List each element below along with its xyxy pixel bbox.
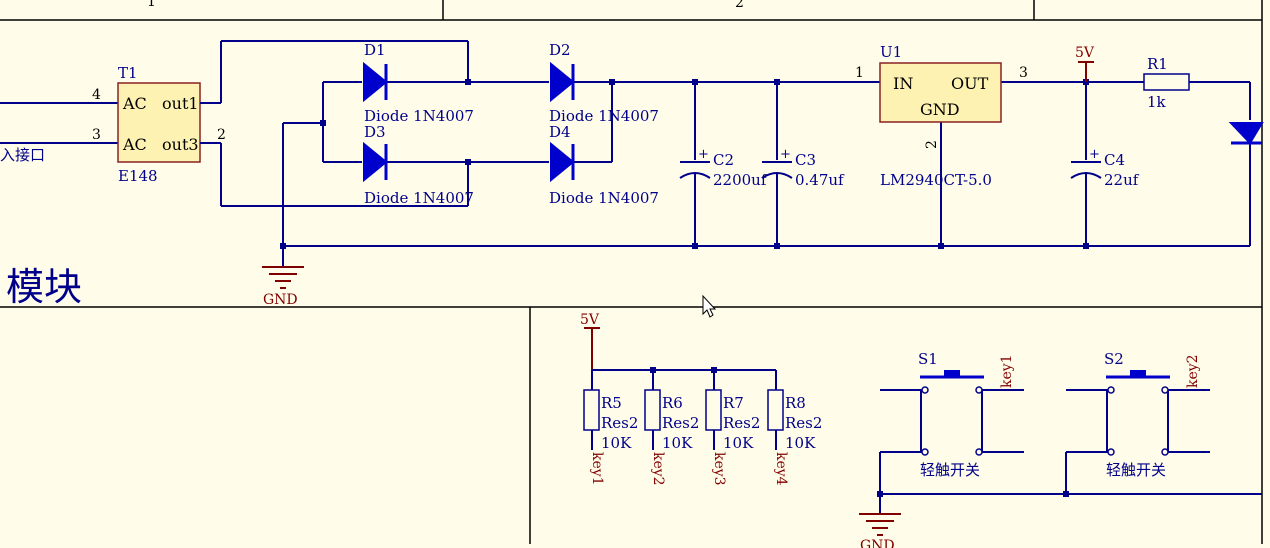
- t1-component[interactable]: T1 E148 4 3 AC AC out1 out3 2: [0, 64, 226, 185]
- switch-gnd-bus: [877, 491, 1262, 514]
- d3-value: Diode 1N4007: [364, 189, 474, 207]
- gnd-symbol-top[interactable]: GND: [262, 266, 304, 308]
- r1-value: 1k: [1147, 93, 1167, 111]
- c3-plus-icon: +: [780, 147, 791, 162]
- c4-plus-icon: +: [1089, 147, 1100, 162]
- capacitor-c3[interactable]: + C3 0.47uf: [761, 82, 845, 246]
- c3-ref: C3: [795, 151, 816, 169]
- led-partial[interactable]: [1228, 122, 1264, 145]
- d2-ref: D2: [549, 41, 571, 59]
- vcc-port-top[interactable]: 5V: [1075, 45, 1095, 82]
- u1-regulator[interactable]: U1 IN OUT GND 1 3 2 LM2940CT-5.0: [855, 43, 1028, 189]
- u1-part: LM2940CT-5.0: [880, 171, 992, 189]
- r6-value: 10K: [662, 434, 693, 452]
- d1-ref: D1: [364, 41, 386, 59]
- gnd-label-bottom: GND: [860, 538, 895, 548]
- r1-ref: R1: [1147, 55, 1168, 73]
- r8-type: Res2: [785, 414, 822, 432]
- r8-value: 10K: [785, 434, 816, 452]
- zone-label-1: 1: [147, 0, 156, 10]
- t1-out1: out1: [162, 94, 199, 113]
- r7-net: key3: [711, 452, 727, 486]
- d2-value: Diode 1N4007: [549, 107, 659, 125]
- capacitor-c4[interactable]: + C4 22uf: [1070, 82, 1140, 246]
- r6-type: Res2: [662, 414, 699, 432]
- c2-plus-icon: +: [698, 147, 709, 162]
- resistor-r5[interactable]: R5 Res2 10K key1: [583, 370, 638, 486]
- switch-s1[interactable]: S1 轻触开关 key1: [879, 350, 1024, 494]
- diode-d4[interactable]: D4 Diode 1N4007: [549, 123, 659, 207]
- c4-ref: C4: [1104, 151, 1125, 169]
- u1-gnd: GND: [920, 100, 960, 119]
- t1-out3: out3: [162, 135, 199, 154]
- connector-label: 入接口: [0, 146, 45, 164]
- r6-ref: R6: [662, 394, 683, 412]
- c2-ref: C2: [713, 151, 734, 169]
- u1-pin1: 1: [855, 65, 864, 81]
- t1-body: [117, 82, 201, 163]
- d3-ref: D3: [364, 123, 386, 141]
- t1-part: E148: [118, 167, 158, 185]
- resistor-r1[interactable]: R1 1k: [1143, 55, 1190, 111]
- u1-ref: U1: [880, 43, 902, 61]
- r7-type: Res2: [723, 414, 760, 432]
- r8-net: key4: [773, 452, 789, 486]
- r8-ref: R8: [785, 394, 806, 412]
- r5-value: 10K: [601, 434, 632, 452]
- mouse-cursor-icon: [702, 294, 717, 318]
- s1-net: key1: [999, 354, 1015, 388]
- t1-ref: T1: [118, 64, 138, 82]
- resistor-r8[interactable]: R8 Res2 10K key4: [767, 370, 822, 486]
- r5-type: Res2: [601, 414, 638, 432]
- s2-ref: S2: [1104, 350, 1124, 368]
- t1-ac2: AC: [122, 135, 147, 154]
- s2-net: key2: [1185, 354, 1201, 388]
- t1-pin4: 4: [92, 87, 101, 103]
- c3-value: 0.47uf: [795, 171, 845, 189]
- r5-ref: R5: [601, 394, 622, 412]
- diode-d3[interactable]: D3 Diode 1N4007: [363, 123, 474, 207]
- s1-ref: S1: [918, 350, 938, 368]
- r7-value: 10K: [723, 434, 754, 452]
- t1-pin3: 3: [92, 127, 101, 143]
- pullup-bus: [592, 367, 776, 373]
- gnd-symbol-bottom[interactable]: GND: [859, 513, 901, 548]
- c2-value: 2200uf: [713, 171, 768, 189]
- r7-ref: R7: [723, 394, 744, 412]
- u1-pin2: 2: [924, 140, 940, 149]
- u1-out: OUT: [951, 74, 989, 93]
- section-title: 模块: [6, 265, 82, 309]
- switch-s2[interactable]: S2 轻触开关 key2: [1065, 350, 1210, 494]
- gnd-label-top: GND: [263, 292, 298, 308]
- vcc-port-bottom[interactable]: 5V: [580, 312, 600, 370]
- d1-value: Diode 1N4007: [364, 107, 474, 125]
- resistor-r6[interactable]: R6 Res2 10K key2: [644, 370, 699, 486]
- t1-pinnum2: 2: [217, 127, 226, 143]
- u1-body: [879, 62, 1002, 123]
- vcc-label-bottom: 5V: [580, 312, 600, 328]
- r6-net: key2: [650, 452, 666, 486]
- s2-label: 轻触开关: [1106, 461, 1166, 479]
- d4-ref: D4: [549, 123, 571, 141]
- resistor-r7[interactable]: R7 Res2 10K key3: [705, 370, 760, 486]
- t1-ac1: AC: [122, 94, 147, 113]
- d4-value: Diode 1N4007: [549, 189, 659, 207]
- u1-pin3: 3: [1019, 65, 1028, 81]
- u1-in: IN: [893, 74, 913, 93]
- c4-value: 22uf: [1104, 171, 1140, 189]
- diode-d2[interactable]: D2 Diode 1N4007: [549, 41, 659, 125]
- s1-label: 轻触开关: [920, 461, 980, 479]
- diode-d1[interactable]: D1 Diode 1N4007: [363, 41, 474, 125]
- zone-label-2: 2: [735, 0, 744, 11]
- r5-net: key1: [589, 452, 605, 486]
- vcc-label-top: 5V: [1075, 45, 1095, 61]
- capacitor-c2[interactable]: + C2 2200uf: [679, 82, 768, 246]
